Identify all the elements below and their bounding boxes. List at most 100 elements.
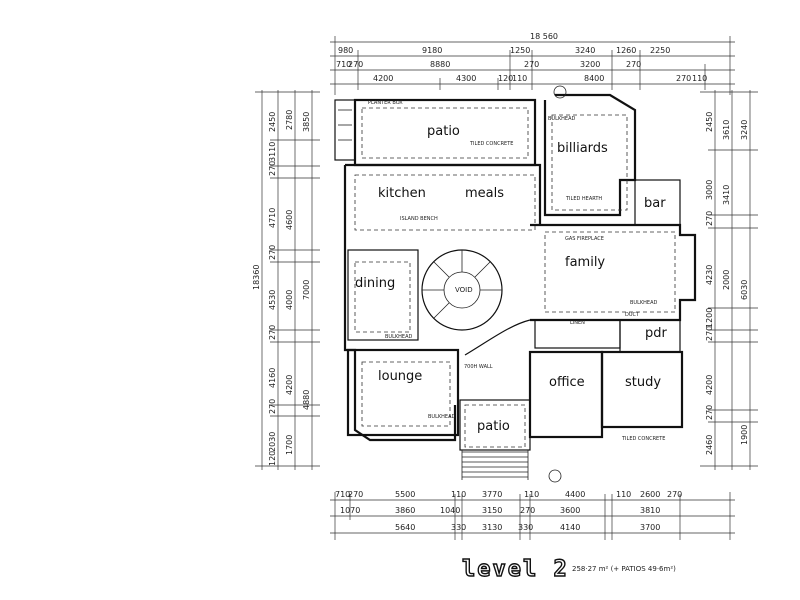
- dim-bottom-22: 4140: [560, 523, 580, 532]
- dim-bottom-11: 1070: [340, 506, 360, 515]
- dim-right-12: 2000: [722, 270, 731, 290]
- dim-bottom-20: 3130: [482, 523, 502, 532]
- dim-right-8: 270: [705, 405, 714, 420]
- room-dining: dining: [355, 276, 395, 291]
- room-void: VOID: [455, 286, 473, 294]
- room-labels: patio billiards kitchen meals bar family…: [355, 124, 668, 434]
- dim-left-6: 4530: [268, 290, 277, 310]
- dim-bottom-8: 110: [616, 490, 631, 499]
- room-pdr: pdr: [645, 326, 668, 341]
- note-bulkhead-3: BULKHEAD: [385, 334, 412, 340]
- dim-left-3: 270: [268, 161, 277, 176]
- dim-right-5: 1200: [705, 308, 714, 328]
- dim-left-13: 4600: [285, 210, 294, 230]
- dim-bottom-7: 4400: [565, 490, 585, 499]
- dim-top-14: 4300: [456, 74, 476, 83]
- dim-bottom-5: 3770: [482, 490, 502, 499]
- dim-left-16: 1700: [285, 435, 294, 455]
- dim-right-14: 6030: [740, 280, 749, 300]
- dim-right-15: 1900: [740, 425, 749, 445]
- room-billiards: billiards: [557, 141, 608, 156]
- dim-left-2: 3110: [268, 142, 277, 162]
- dim-left-19: 4880: [302, 390, 311, 410]
- dim-right-11: 3410: [722, 185, 731, 205]
- room-patio-bottom: patio: [477, 419, 510, 434]
- dim-top-15: 120: [498, 74, 513, 83]
- dim-left-12: 2780: [285, 110, 294, 130]
- dim-top-12: 270: [626, 60, 641, 69]
- dim-bottom-1: 710: [335, 490, 350, 499]
- dim-left-1: 2450: [268, 112, 277, 132]
- dim-left-10: 2030: [268, 432, 277, 452]
- dim-bottom-23: 3700: [640, 523, 660, 532]
- dim-bottom-2: 270: [348, 490, 363, 499]
- dim-left-11: 120: [268, 451, 277, 466]
- dim-overall-depth: 18360: [252, 265, 261, 290]
- dim-top-6: 2250: [650, 46, 670, 55]
- dim-top-2: 9180: [422, 46, 442, 55]
- dim-right-3: 270: [705, 211, 714, 226]
- dim-left-17: 3850: [302, 112, 311, 132]
- dim-right-1: 2450: [705, 112, 714, 132]
- note-linen: LINEN: [570, 320, 585, 326]
- dim-top-1: 980: [338, 46, 353, 55]
- dim-top-18: 270: [676, 74, 691, 83]
- dim-left-7: 270: [268, 325, 277, 340]
- dim-top-5: 1260: [616, 46, 636, 55]
- dim-top-3: 1250: [510, 46, 530, 55]
- dim-bottom-10: 270: [667, 490, 682, 499]
- dim-right-6: 270: [705, 326, 714, 341]
- dim-bottom-6: 110: [524, 490, 539, 499]
- plan-title: level 2: [462, 557, 569, 582]
- dim-top-19: 110: [692, 74, 707, 83]
- dim-bottom-3: 5500: [395, 490, 415, 499]
- dim-bottom-14: 3150: [482, 506, 502, 515]
- dim-right-9: 2460: [705, 435, 714, 455]
- dim-top-7: 710: [336, 60, 351, 69]
- note-bulkhead-4: BULKHEAD: [428, 414, 455, 420]
- dim-right-4: 4230: [705, 265, 714, 285]
- dim-right-7: 4200: [705, 375, 714, 395]
- note-tiled-concrete-top: TILED CONCRETE: [469, 141, 513, 147]
- room-office: office: [549, 375, 585, 390]
- dim-left-9: 270: [268, 399, 277, 414]
- dim-overall-width: 18 560: [530, 32, 558, 41]
- dim-bottom-15: 270: [520, 506, 535, 515]
- dim-right-13: 3240: [740, 120, 749, 140]
- dim-top-11: 3200: [580, 60, 600, 69]
- dim-bottom-21: 330: [518, 523, 533, 532]
- dim-bottom-17: 3810: [640, 506, 660, 515]
- north-arrow-icon: [548, 85, 567, 483]
- right-dimensions: 2450 3000 270 4230 1200 270 4200 270 246…: [700, 90, 758, 470]
- dim-top-9: 8880: [430, 60, 450, 69]
- room-kitchen: kitchen: [378, 186, 426, 201]
- dim-bottom-4: 110: [451, 490, 466, 499]
- room-patio-top: patio: [427, 124, 460, 139]
- note-sloping-wall: 700H WALL: [464, 364, 493, 370]
- plan-area: 258·27 m² (+ PATIOS 49·6m²): [572, 565, 676, 573]
- dim-bottom-19: 330: [451, 523, 466, 532]
- dim-top-8: 270: [348, 60, 363, 69]
- room-bar: bar: [644, 196, 666, 211]
- room-family: family: [565, 255, 605, 270]
- note-island-bench: ISLAND BENCH: [400, 216, 438, 222]
- bottom-dimensions: 710 270 5500 110 3770 110 4400 110 2600 …: [330, 490, 735, 540]
- dim-bottom-16: 3600: [560, 506, 580, 515]
- note-bulkhead-2: BULKHEAD: [630, 300, 657, 306]
- dim-top-4: 3240: [575, 46, 595, 55]
- dim-left-8: 4160: [268, 368, 277, 388]
- room-meals: meals: [465, 186, 504, 201]
- walls: [334, 93, 697, 480]
- annotations: PLANTER BOX TILED CONCRETE TILED CONCRET…: [368, 100, 665, 442]
- room-study: study: [625, 375, 661, 390]
- note-duct: DUCT: [625, 312, 640, 318]
- dim-top-10: 270: [524, 60, 539, 69]
- dim-bottom-13: 1040: [440, 506, 460, 515]
- dim-top-13: 4200: [373, 74, 393, 83]
- note-tiled-hearth: TILED HEARTH: [565, 196, 602, 202]
- dim-bottom-12: 3860: [395, 506, 415, 515]
- dim-right-10: 3610: [722, 120, 731, 140]
- dim-left-14: 4000: [285, 290, 294, 310]
- dim-bottom-9: 2600: [640, 490, 660, 499]
